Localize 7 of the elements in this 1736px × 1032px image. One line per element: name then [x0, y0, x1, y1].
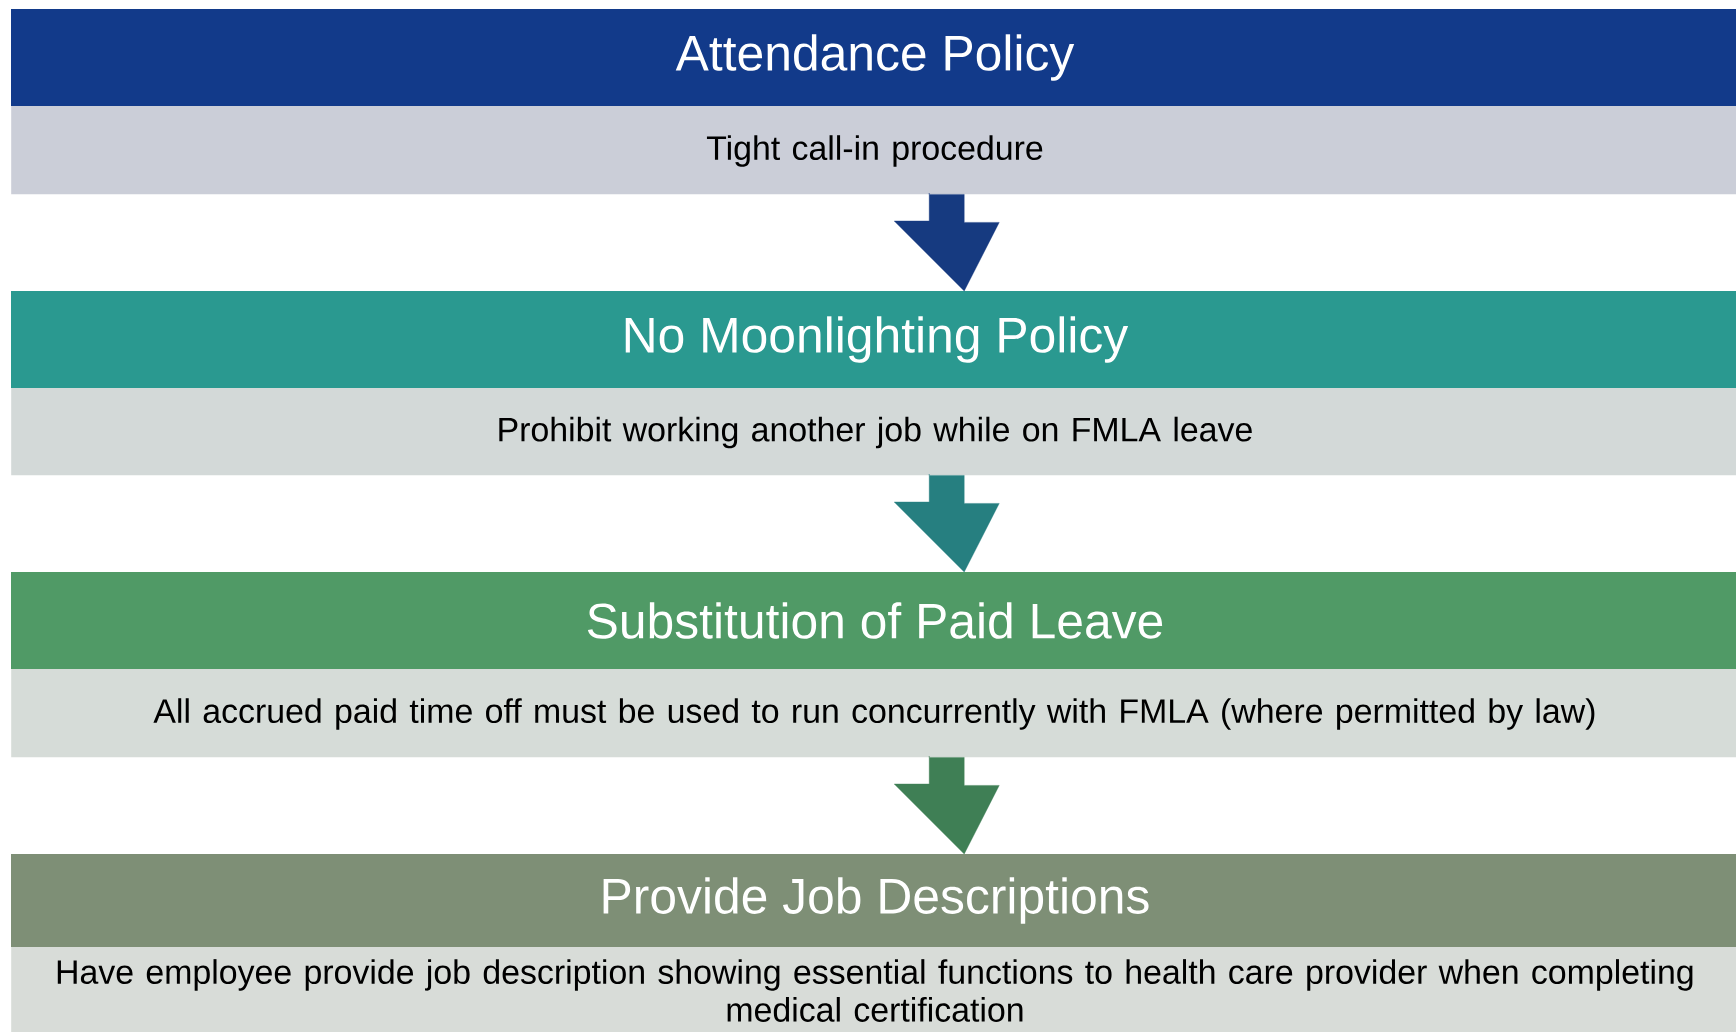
block-arrow: [894, 192, 1000, 292]
stage-box: No Moonlighting Policy Prohibit working another job while on FMLA leave: [11, 291, 1736, 476]
stage-box: Provide Job Descriptions Have employee provide job description showing essential functions to health care provider when completing medical certification: [11, 854, 1736, 1032]
block-arrow: [894, 755, 1000, 855]
block-arrow: [894, 473, 1000, 573]
stage-box: Substitution of Paid Leave All accrued paid time off must be used to run concurrently with FMLA (where permitted by law): [11, 572, 1736, 758]
stage-box: Attendance Policy Tight call-in procedure: [11, 9, 1736, 195]
